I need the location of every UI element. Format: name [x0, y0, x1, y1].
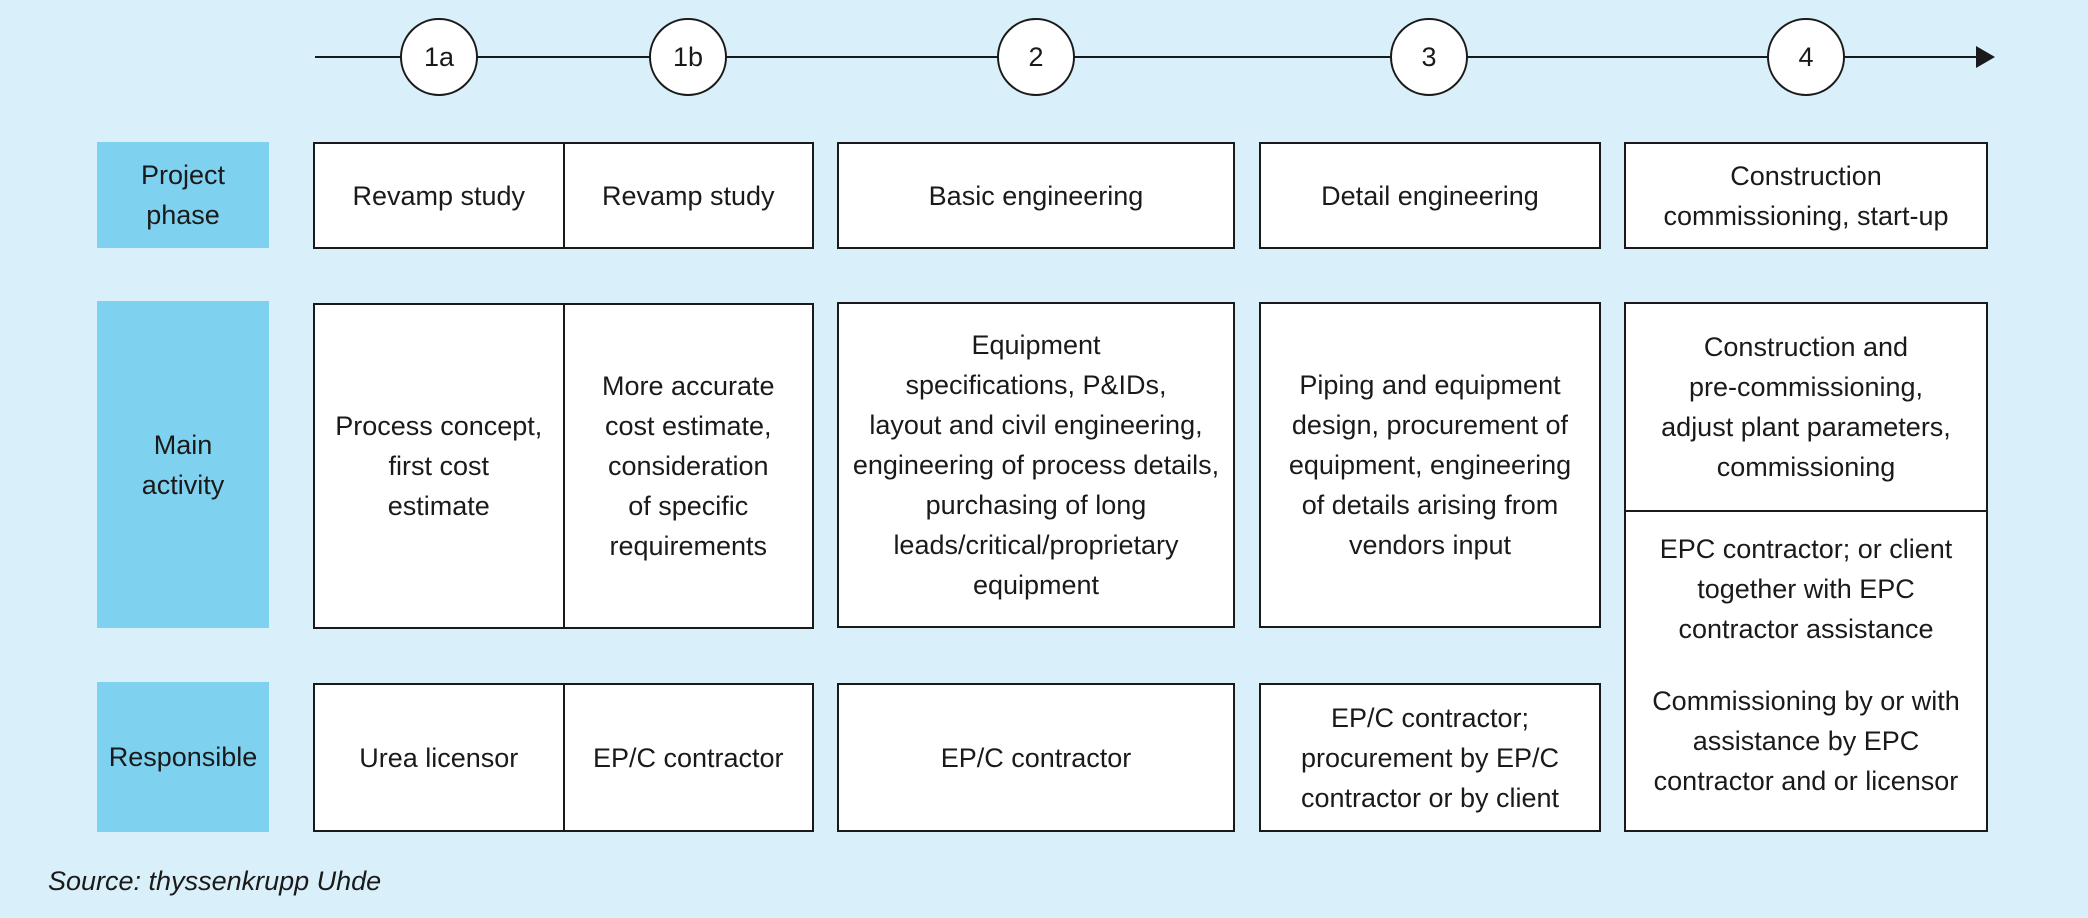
responsible-cell-4a: EPC contractor; or client together with … — [1626, 529, 1986, 649]
step4-combined-box: Construction and pre-commissioning, adju… — [1624, 302, 1988, 832]
timeline-line — [315, 56, 1980, 58]
responsible-cell-1: Urea licensor EP/C contractor — [313, 683, 814, 832]
row-label-phase: Project phase — [97, 142, 269, 248]
activity-text: Process concept, first cost estimate — [335, 411, 543, 521]
responsible-cell-4b: Commissioning by or with assistance by E… — [1626, 681, 1986, 801]
responsible-cell-1b: EP/C contractor — [562, 685, 813, 830]
activity-text: More accurate cost estimate, considerati… — [601, 371, 775, 561]
row-label-text: Main activity — [141, 429, 225, 500]
phase-cell-2: Basic engineering — [837, 142, 1235, 249]
row-label-activity: Main activity — [97, 301, 269, 628]
step-label: 4 — [1798, 41, 1814, 72]
phase-cell-4: Construction commissioning, start-up — [1624, 142, 1988, 249]
responsible-text: Commissioning by or with assistance by E… — [1652, 686, 1960, 796]
responsible-text: EP/C contractor — [940, 742, 1132, 773]
phase-cell-3: Detail engineering — [1259, 142, 1601, 249]
step-marker-3: 3 — [1390, 18, 1468, 96]
source-caption: Source: thyssenkrupp Uhde — [48, 866, 382, 896]
activity-cell-1a: Process concept, first cost estimate — [315, 305, 563, 627]
step-marker-1a: 1a — [400, 18, 478, 96]
step-marker-4: 4 — [1767, 18, 1845, 96]
activity-text: Piping and equipment design, procurement… — [1288, 370, 1572, 560]
responsible-cell-3: EP/C contractor; procurement by EP/C con… — [1259, 683, 1601, 832]
activity-cell-1: Process concept, first cost estimate Mor… — [313, 303, 814, 629]
row-label-text: Project phase — [140, 160, 226, 230]
phase-text: Construction commissioning, start-up — [1663, 160, 1949, 231]
step-label: 3 — [1421, 41, 1437, 72]
activity-text: Equipment specifications, P&IDs, layout … — [852, 330, 1220, 600]
phase-text: Basic engineering — [928, 180, 1144, 211]
step-label: 1a — [423, 41, 455, 72]
activity-text: Construction and pre-commissioning, adju… — [1661, 332, 1951, 482]
phase-cell-1: Revamp study Revamp study — [313, 142, 814, 249]
responsible-text: EPC contractor; or client together with … — [1659, 534, 1953, 644]
step-marker-1b: 1b — [649, 18, 727, 96]
phase-text: Revamp study — [352, 180, 526, 211]
activity-cell-2: Equipment specifications, P&IDs, layout … — [837, 302, 1235, 628]
phase-cell-1a: Revamp study — [315, 176, 563, 216]
activity-cell-1b: More accurate cost estimate, considerati… — [562, 305, 813, 627]
timeline-arrow-icon — [1976, 46, 1995, 68]
phase-text: Detail engineering — [1321, 180, 1539, 211]
phase-text: Revamp study — [601, 180, 775, 211]
step-label: 1b — [672, 41, 704, 72]
responsible-text: Urea licensor — [359, 742, 519, 773]
row-label-responsible: Responsible — [97, 682, 269, 832]
responsible-cell-1a: Urea licensor — [315, 685, 563, 830]
phase-cell-1b: Revamp study — [562, 144, 813, 247]
responsible-text: EP/C contractor — [592, 742, 784, 773]
responsible-text: EP/C contractor; procurement by EP/C con… — [1300, 702, 1560, 813]
activity-cell-4: Construction and pre-commissioning, adju… — [1626, 304, 1986, 512]
step-label: 2 — [1028, 41, 1044, 72]
row-label-text: Responsible — [108, 742, 258, 772]
activity-cell-3: Piping and equipment design, procurement… — [1259, 302, 1601, 628]
responsible-cell-2: EP/C contractor — [837, 683, 1235, 832]
step-marker-2: 2 — [997, 18, 1075, 96]
